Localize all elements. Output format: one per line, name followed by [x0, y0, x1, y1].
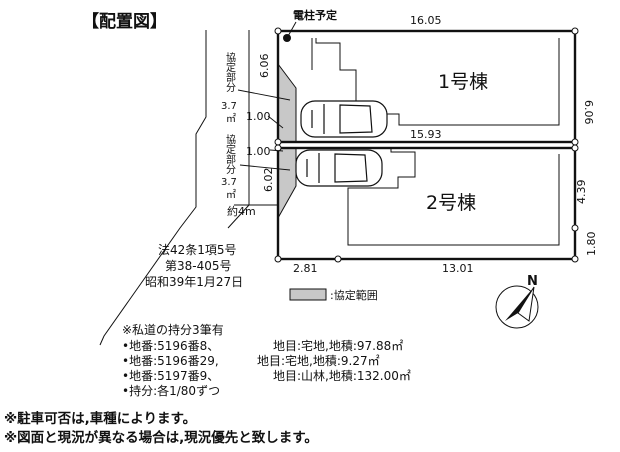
- legend-swatch: [289, 288, 327, 301]
- dim-bottom-right: 13.01: [442, 262, 474, 275]
- utility-pole-label: 電柱予定: [293, 8, 337, 22]
- law-note-line-1: 法42条1項5号: [158, 243, 237, 257]
- car-icon-upper: [300, 100, 388, 138]
- private-road-lot-3: •地番:5197番9、: [122, 369, 219, 383]
- plan-title: 【配置図】: [82, 11, 167, 32]
- private-road-share: •持分:各1/80ずつ: [122, 383, 220, 398]
- agreement-upper-unit: ㎡: [226, 113, 236, 125]
- law-note-line-2: 第38-405号: [165, 259, 232, 273]
- lot-boundary: [276, 29, 577, 261]
- building-2-label: 2号棟: [426, 192, 476, 214]
- footnote-priority: ※図面と現況が異なる場合は,現況優先と致します。: [4, 430, 318, 446]
- dim-right-upper: 6.06: [582, 100, 595, 125]
- boundary-markers: [274, 27, 579, 263]
- private-road-use-3: 地目:山林,地積:132.00㎡: [273, 368, 411, 383]
- dim-strip-upper: 1.00: [246, 110, 271, 123]
- dim-left-upper: 6.06: [258, 54, 271, 79]
- leader-lines: [237, 89, 291, 171]
- private-road-use-1: 地目:宅地,地積:97.88㎡: [273, 338, 403, 353]
- dim-right-lower-a: 4.39: [575, 180, 588, 205]
- dim-strip-lower: 1.00: [246, 145, 271, 158]
- dim-top-width: 16.05: [410, 14, 442, 27]
- dim-right-lower-b: 1.80: [585, 232, 598, 257]
- private-road-lot-1: •地番:5196番8、: [122, 339, 219, 353]
- north-label: N: [527, 274, 538, 289]
- private-road-header: ※私道の持分3筆有: [122, 322, 224, 337]
- building-1-label: 1号棟: [438, 71, 488, 93]
- private-road-use-2: 地目:宅地,地積:9.27㎡: [257, 353, 380, 368]
- car-icon-lower: [295, 149, 383, 187]
- law-note-line-3: 昭和39年1月27日: [145, 275, 243, 289]
- footnote-parking: ※駐車可否は,車種によります。: [4, 411, 197, 427]
- dim-left-lower: 6.02: [262, 168, 275, 193]
- dim-mid-width: 15.93: [410, 128, 442, 141]
- building-outlines: [311, 38, 560, 246]
- private-road-lot-2: •地番:5196番29,: [122, 354, 219, 368]
- agreement-upper-area: 3.7: [221, 101, 237, 112]
- agreement-upper-name: 協定部分: [224, 51, 236, 93]
- utility-pole-icon: [283, 21, 297, 42]
- north-arrow-icon: [495, 285, 539, 329]
- agreement-lower-name: 協定部分: [224, 133, 236, 175]
- agreement-lower-area: 3.7: [221, 177, 237, 188]
- dim-road-width: 約4m: [227, 204, 256, 218]
- legend-label: :協定範囲: [330, 288, 378, 302]
- agreement-lower-unit: ㎡: [226, 189, 236, 201]
- dim-bottom-left: 2.81: [293, 262, 318, 275]
- road-outline: [99, 30, 278, 346]
- footnotes: ※駐車可否は,車種によります。 ※図面と現況が異なる場合は,現況優先と致します。: [4, 410, 318, 448]
